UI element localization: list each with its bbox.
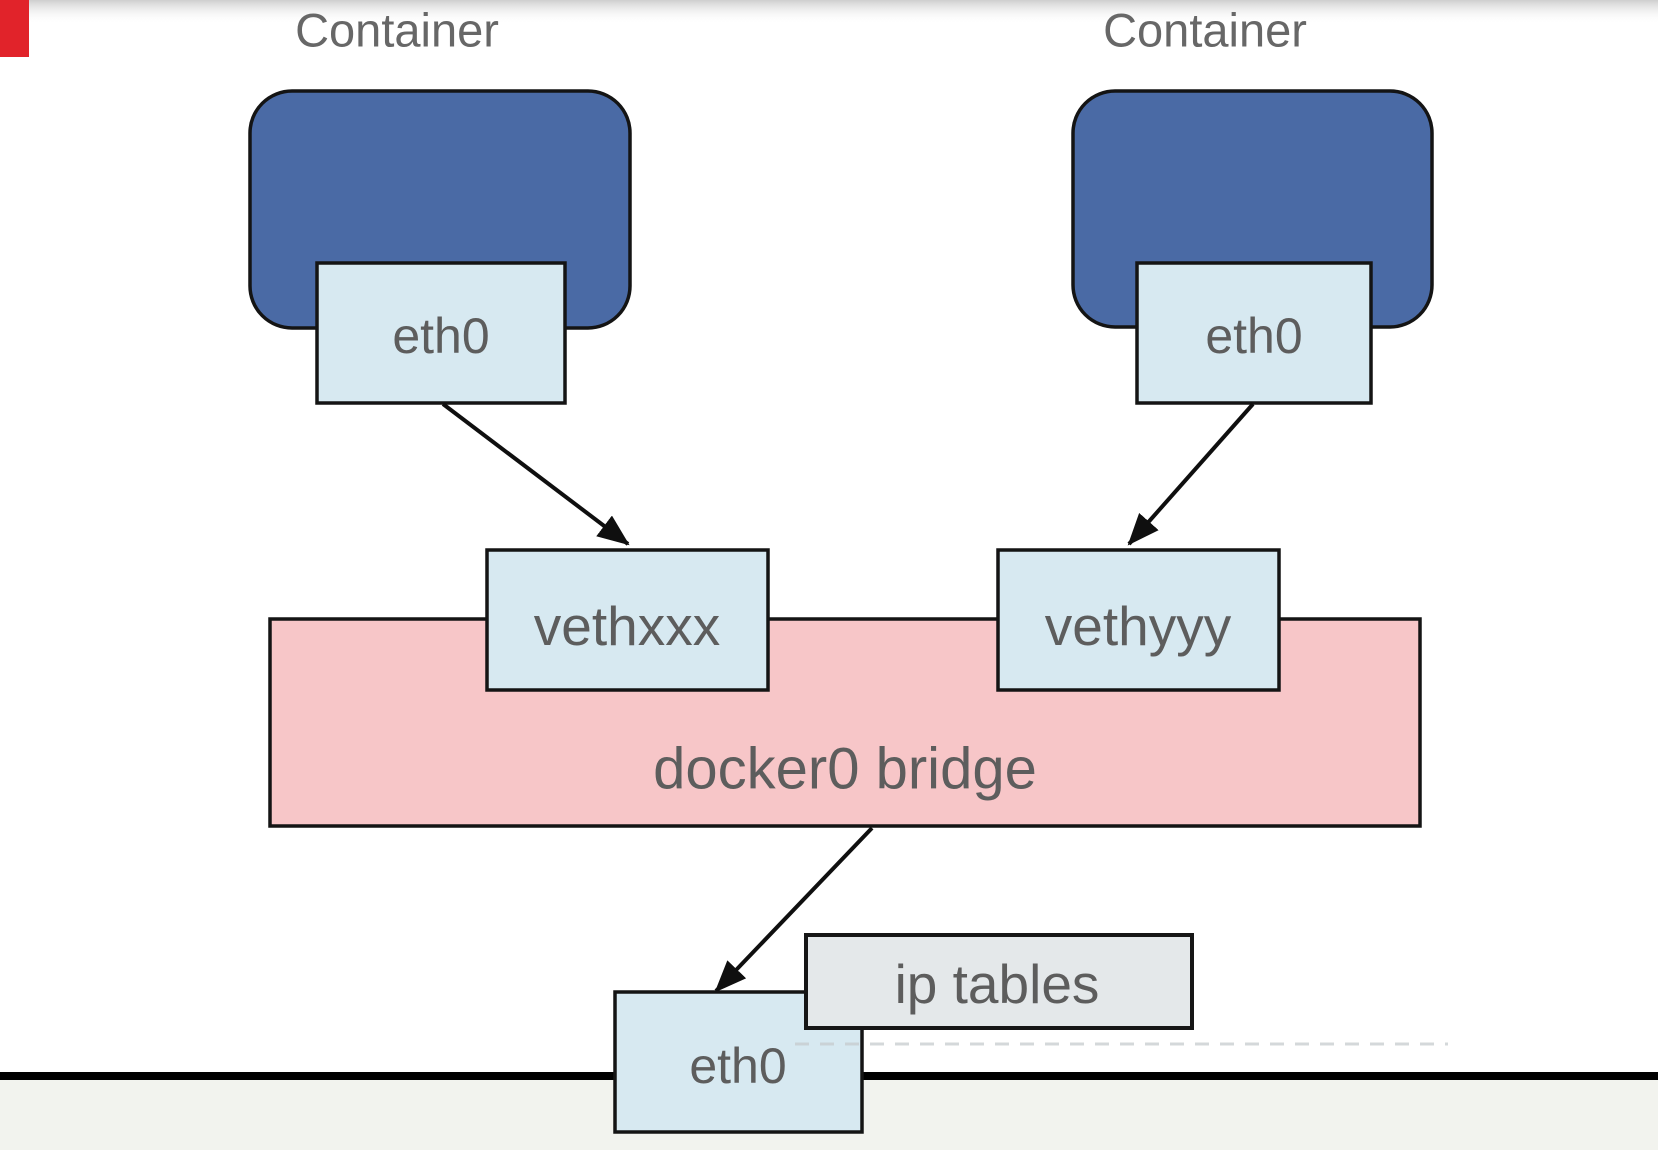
vethyyy-text: vethyyy	[1045, 595, 1232, 657]
vethxxx-text: vethxxx	[534, 595, 720, 657]
top-edge-shade	[0, 0, 1658, 24]
iptables-box	[804, 933, 1194, 1030]
container-right-label: Container	[1103, 4, 1307, 57]
eth0-right-text: eth0	[1205, 308, 1302, 364]
iptables-text: ip tables	[895, 953, 1100, 1015]
arrow-eth0-left-to-vethxxx	[441, 402, 630, 546]
vethyyy-box	[996, 548, 1281, 692]
arrow-bridge-to-host-eth0	[714, 826, 874, 993]
arrow-eth0-right-to-vethyyy	[1127, 402, 1255, 546]
eth0-left-text: eth0	[392, 308, 489, 364]
eth0-left-box	[315, 261, 567, 405]
eth0-right-box	[1135, 261, 1373, 405]
docker0-bridge-text: docker0 bridge	[653, 737, 1037, 802]
eth0-host-text: eth0	[689, 1038, 786, 1094]
vethxxx-box	[485, 548, 770, 692]
container-left-label: Container	[295, 4, 499, 57]
corner-red-marker	[0, 0, 29, 57]
